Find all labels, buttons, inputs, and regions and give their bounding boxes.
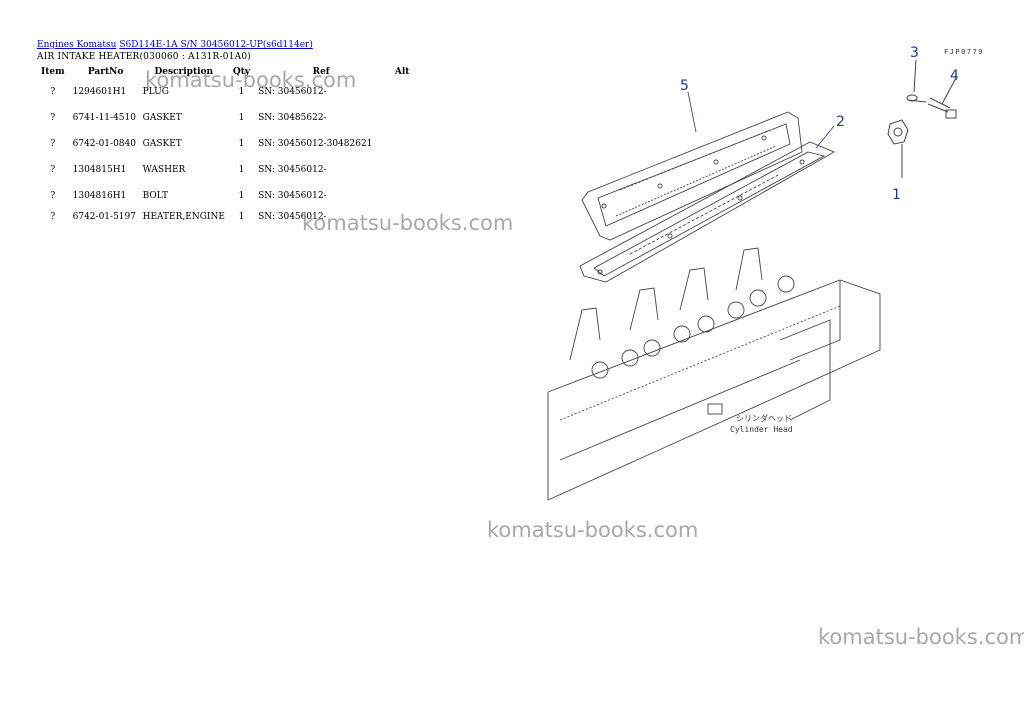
- page-subtitle: AIR INTAKE HEATER(030060 : A131R-01A0): [37, 52, 251, 62]
- cell-description: GASKET: [142, 139, 182, 149]
- cell-qty: 1: [238, 87, 245, 97]
- table-header-row: Item PartNo Description Qty Ref Alt: [35, 65, 418, 79]
- breadcrumb-link-model[interactable]: S6D114E-1A S/N 30456012-UP(s6d114er): [119, 40, 313, 50]
- table-row: ? 6742-01-5197 HEATER,ENGINE 1 SN: 30456…: [35, 209, 418, 224]
- cell-ref: SN: 30485622-: [258, 113, 327, 123]
- plug-1-drawing: [887, 119, 909, 178]
- header-alt: Alt: [394, 67, 410, 77]
- header-ref: Ref: [312, 67, 330, 77]
- callout-4: 4: [950, 68, 959, 84]
- gasket-2-drawing: [579, 141, 836, 283]
- cell-alt: [386, 157, 418, 183]
- washer-3-drawing: [906, 59, 927, 103]
- cell-alt: [386, 183, 418, 209]
- cell-description: PLUG: [142, 87, 169, 97]
- parts-diagram: FJP0779: [540, 40, 1024, 510]
- cell-partno: 1304816H1: [72, 191, 127, 201]
- cell-item: ?: [50, 113, 56, 123]
- cell-item: ?: [50, 87, 56, 97]
- cell-partno: 1294601H1: [72, 87, 127, 97]
- diagram-code: FJP0779: [944, 48, 984, 56]
- cell-partno: 6742-01-5197: [72, 211, 136, 222]
- table-row: ? 1304815H1 WASHER 1 SN: 30456012-: [35, 157, 418, 183]
- header-partno: PartNo: [87, 67, 124, 77]
- cell-item: ?: [50, 165, 56, 175]
- leader-lines: [687, 91, 835, 149]
- cell-qty: 1: [238, 165, 245, 175]
- watermark: komatsu-books.com: [145, 68, 357, 92]
- cell-partno: 1304815H1: [72, 165, 127, 175]
- watermark: komatsu-books.com: [302, 211, 514, 235]
- cell-alt: [386, 131, 418, 157]
- cell-qty: 1: [238, 211, 245, 222]
- callout-3: 3: [910, 45, 919, 61]
- table-row: ? 1294601H1 PLUG 1 SN: 30456012-: [35, 79, 418, 105]
- caption-japanese: シリンダヘッド: [736, 413, 792, 423]
- table-row: ? 6742-01-0840 GASKET 1 SN: 30456012-304…: [35, 131, 418, 157]
- cell-description: HEATER,ENGINE: [142, 211, 225, 222]
- cell-partno: 6741-11-4510: [72, 113, 136, 123]
- breadcrumb-link-engines[interactable]: Engines Komatsu: [37, 40, 117, 50]
- gasket-5-drawing: [581, 111, 803, 241]
- cell-item: ?: [50, 139, 56, 149]
- header-description: Description: [154, 67, 214, 77]
- breadcrumb: Engines Komatsu S6D114E-1A S/N 30456012-…: [37, 40, 313, 50]
- bolt-4-drawing: [927, 77, 957, 119]
- watermark: komatsu-books.com: [487, 518, 699, 542]
- callout-5: 5: [680, 78, 689, 94]
- callout-2: 2: [836, 114, 845, 130]
- cell-description: WASHER: [142, 165, 186, 175]
- cell-description: GASKET: [142, 113, 182, 123]
- cell-alt: [386, 105, 418, 131]
- cell-ref: SN: 30456012-: [258, 191, 327, 201]
- header-item: Item: [41, 67, 65, 77]
- cell-partno: 6742-01-0840: [72, 139, 136, 149]
- cell-qty: 1: [238, 139, 245, 149]
- cylinder-head-drawing: [547, 247, 881, 501]
- cell-alt: [386, 79, 418, 105]
- cell-item: ?: [50, 211, 56, 222]
- caption-cylinder-head: Cylinder Head: [730, 425, 793, 434]
- parts-table: Item PartNo Description Qty Ref Alt ? 12…: [35, 65, 418, 224]
- cell-ref: SN: 30456012-30482621: [258, 139, 373, 149]
- cell-ref: SN: 30456012-: [258, 87, 327, 97]
- cell-ref: SN: 30456012-: [258, 211, 327, 222]
- header-qty: Qty: [232, 67, 251, 77]
- cell-description: BOLT: [142, 191, 169, 201]
- table-row: ? 1304816H1 BOLT 1 SN: 30456012-: [35, 183, 418, 209]
- cell-item: ?: [50, 191, 56, 201]
- cell-qty: 1: [238, 113, 245, 123]
- cell-ref: SN: 30456012-: [258, 165, 327, 175]
- cell-qty: 1: [238, 191, 245, 201]
- table-row: ? 6741-11-4510 GASKET 1 SN: 30485622-: [35, 105, 418, 131]
- watermark: komatsu-books.com: [818, 625, 1024, 649]
- callout-1: 1: [892, 187, 901, 203]
